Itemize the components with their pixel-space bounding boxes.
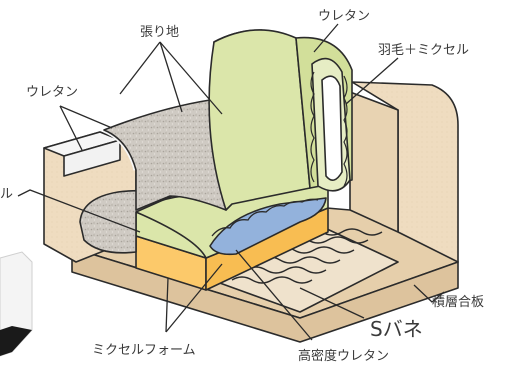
label-urethane-left: ウレタン bbox=[26, 85, 78, 100]
label-urethane-top: ウレタン bbox=[318, 9, 370, 24]
label-plywood: 積層合板 bbox=[432, 295, 484, 310]
leader-plywood bbox=[413, 284, 445, 303]
label-upholstery: 張り地 bbox=[140, 25, 179, 40]
leader-urethane-top bbox=[313, 23, 339, 53]
label-cell-cut: ル bbox=[0, 187, 13, 202]
label-feather-mixcell: 羽毛＋ミクセル bbox=[378, 43, 469, 58]
leader-upholstery-2 bbox=[159, 41, 223, 115]
leader-mixcell-2 bbox=[165, 263, 223, 333]
leader-mixcell-1 bbox=[165, 277, 169, 333]
leader-urethane-left-1 bbox=[59, 105, 83, 151]
leader-upholstery-1 bbox=[159, 41, 183, 113]
label-hd-urethane: 高密度ウレタン bbox=[298, 348, 389, 364]
leader-lines bbox=[17, 23, 445, 341]
seat-hd-urethane bbox=[209, 197, 327, 256]
leader-hd-urethane bbox=[235, 249, 313, 341]
backrest-feather-sleeve bbox=[310, 57, 351, 192]
foam-block-fragment bbox=[0, 251, 33, 357]
label-s-spring: Sバネ bbox=[370, 317, 423, 341]
label-mixcell-foam: ミクセルフォーム bbox=[92, 343, 196, 358]
leader-feather bbox=[345, 57, 399, 105]
leader-cell bbox=[17, 189, 141, 233]
seat-green-layer bbox=[135, 183, 329, 259]
leader-upholstery-3 bbox=[119, 41, 161, 95]
leader-urethane-left-2 bbox=[59, 105, 113, 129]
leader-spring bbox=[299, 287, 365, 319]
